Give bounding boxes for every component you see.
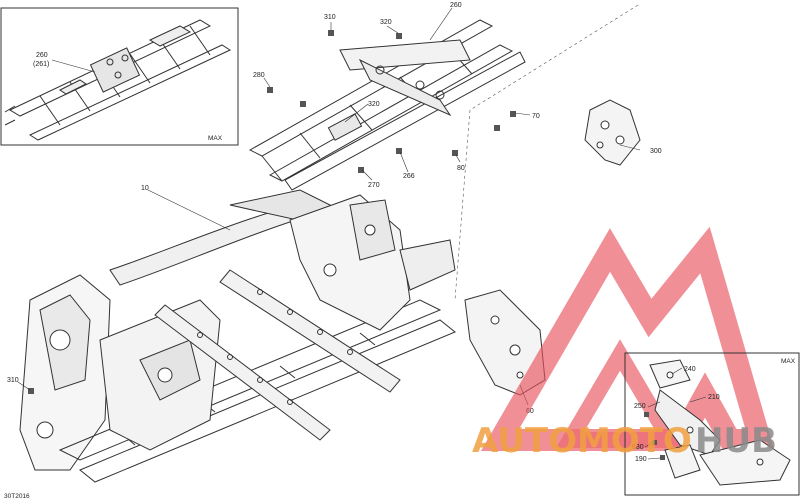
callout-70: 70: [532, 113, 540, 120]
main-chassis-frame: [19, 189, 456, 483]
dashed-leader: [454, 4, 639, 301]
inset-br-callout-250: 250: [634, 403, 646, 410]
inset-top-left: 260 (261) MAX: [0, 7, 239, 146]
callout-310-left: 310: [7, 377, 19, 384]
callout-labels: 310 320 260 280 320 70 300 80 266 270 10…: [7, 2, 662, 415]
callout-260-main: 260: [450, 2, 462, 9]
hardware: [28, 30, 516, 394]
inset-br-callout-190: 190: [635, 456, 647, 463]
inset-br-title-max: MAX: [781, 358, 796, 365]
inset-title-max: MAX: [208, 135, 223, 142]
reference-code: 30T2016: [4, 493, 30, 500]
callout-320-mid: 320: [368, 101, 380, 108]
inset-br-callout-240: 240: [684, 366, 696, 373]
callout-300: 300: [650, 148, 662, 155]
callout-10: 10: [141, 185, 149, 192]
watermark-text: AUTOMOTO HUB: [472, 421, 777, 461]
upper-ladder-frame: [248, 19, 526, 191]
callout-270: 270: [368, 182, 380, 189]
callout-280: 280: [253, 72, 265, 79]
callout-320-top: 320: [380, 19, 392, 26]
inset-br-callout-210: 210: [708, 394, 720, 401]
callout-266: 266: [403, 173, 415, 180]
inset-callout-260: 260: [36, 52, 48, 59]
inset-callout-261: (261): [33, 61, 49, 68]
watermark-automoto: AUTOMOTO: [472, 421, 692, 461]
inset-br-callout-630: 630: [632, 444, 644, 451]
callout-80: 80: [457, 165, 465, 172]
callout-310-top: 310: [324, 14, 336, 21]
bracket-300: [584, 99, 641, 166]
watermark-hub: HUB: [695, 421, 777, 461]
inset-bottom-right: MAX 240 250 210 630 190: [624, 352, 800, 496]
callout-60: 60: [526, 408, 534, 415]
